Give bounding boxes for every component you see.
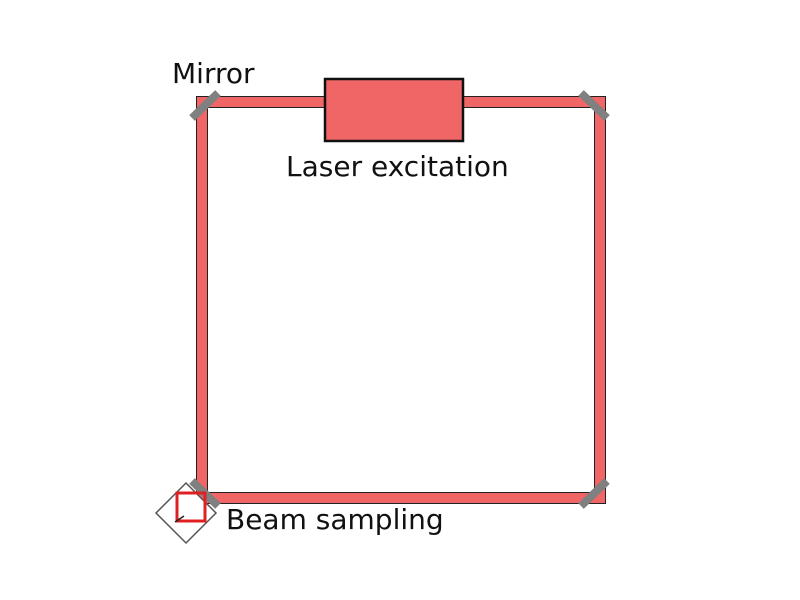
- beam-sampler: [154, 481, 218, 545]
- laser-excitation-block: [323, 77, 465, 143]
- laser-excitation-label: Laser excitation: [286, 150, 509, 183]
- beam-sampler-square: [175, 491, 207, 523]
- mirror-bottom-right: [578, 478, 610, 509]
- beam-sampling-label: Beam sampling: [226, 503, 444, 536]
- mirror-top-right: [578, 90, 610, 121]
- mirror-top-left: [189, 90, 221, 121]
- beam-sampler-tick: [174, 515, 185, 523]
- mirror-label: Mirror: [172, 57, 255, 90]
